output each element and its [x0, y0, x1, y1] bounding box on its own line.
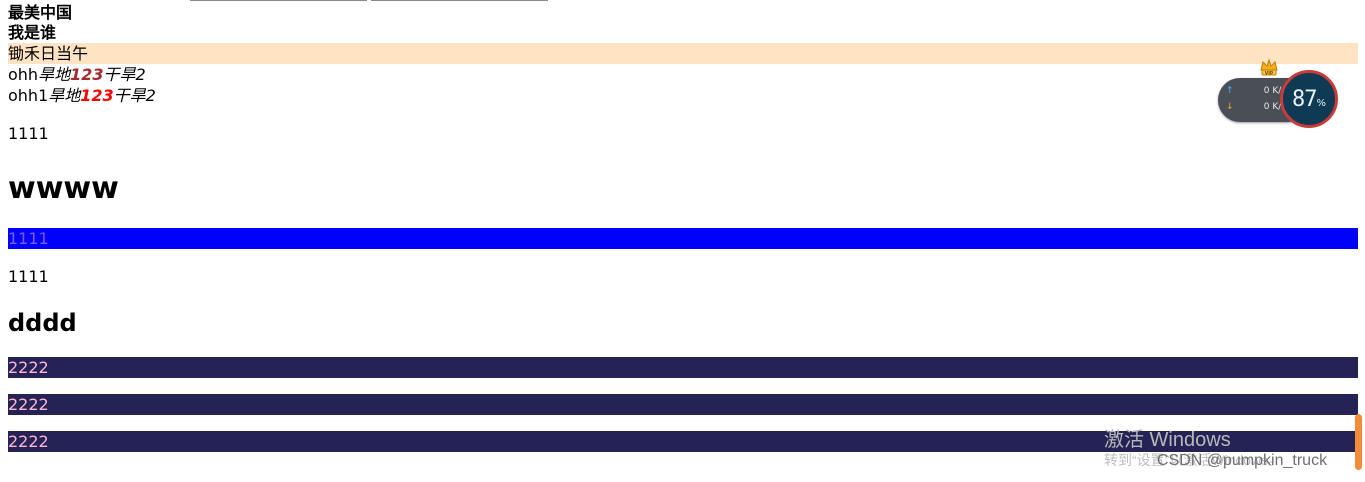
- upload-row: ↑ 0 K/s: [1226, 86, 1286, 96]
- paragraph-1111-b: 1111: [8, 267, 49, 286]
- navy-band-3-text: 2222: [8, 432, 49, 451]
- heading-bold-2: 我是谁: [8, 23, 57, 42]
- mixed-line-2: ohh1旱地123干旱2: [8, 86, 156, 106]
- download-arrow-icon: ↓: [1226, 102, 1234, 112]
- mixed-line-2-italic: 旱地: [48, 86, 81, 105]
- paragraph-1111-a: 1111: [8, 124, 49, 143]
- windows-activate-hint: 转到“设置”以激活Windows。: [1104, 452, 1283, 468]
- windows-activate-title: 激活 Windows: [1104, 429, 1231, 451]
- blue-band: 1111: [8, 228, 1358, 249]
- mixed-line-2-prefix: ohh1: [8, 86, 49, 105]
- usage-percent-sign: %: [1316, 97, 1326, 109]
- bisque-band-text: 锄禾日当午: [8, 44, 89, 63]
- csdn-watermark: CSDN @pumpkin_truck: [1157, 452, 1328, 469]
- heading-wwww: wwww: [8, 171, 119, 206]
- navy-band-1-text: 2222: [8, 358, 49, 377]
- scrollbar-thumb[interactable]: [1355, 414, 1362, 470]
- mixed-line-1: ohh旱地123干旱2: [8, 65, 146, 85]
- download-speed: 0 K/s: [1263, 102, 1286, 112]
- heading-bold-1: 最美中国: [8, 3, 73, 22]
- navy-band-3: 2222: [8, 431, 1358, 452]
- top-divider-right: [371, 0, 548, 1]
- usage-ring[interactable]: 87%: [1280, 70, 1338, 128]
- usage-percent: 87: [1291, 86, 1317, 112]
- mixed-line-2-number: 123: [80, 86, 114, 105]
- mixed-line-1-suffix: 干旱2: [103, 65, 146, 84]
- speed-widget[interactable]: VIP ↑ 0 K/s ↓ 0 K/s 87%: [1218, 56, 1342, 132]
- mixed-line-1-number: 123: [70, 65, 104, 84]
- heading-dddd: dddd: [8, 309, 77, 337]
- svg-text:VIP: VIP: [1265, 71, 1274, 77]
- upload-speed: 0 K/s: [1263, 86, 1286, 96]
- mixed-line-1-prefix: ohh: [8, 65, 39, 84]
- mixed-line-1-italic: 旱地: [38, 65, 71, 84]
- navy-band-1: 2222: [8, 357, 1358, 378]
- navy-band-2-text: 2222: [8, 395, 49, 414]
- navy-band-2: 2222: [8, 394, 1358, 415]
- download-row: ↓ 0 K/s: [1226, 102, 1286, 112]
- vip-crown-icon: VIP: [1260, 58, 1278, 77]
- blue-band-text: 1111: [8, 229, 49, 248]
- top-divider-left: [190, 0, 367, 1]
- mixed-line-2-suffix: 干旱2: [113, 86, 156, 105]
- bisque-band: 锄禾日当午: [8, 43, 1358, 64]
- upload-arrow-icon: ↑: [1226, 86, 1234, 96]
